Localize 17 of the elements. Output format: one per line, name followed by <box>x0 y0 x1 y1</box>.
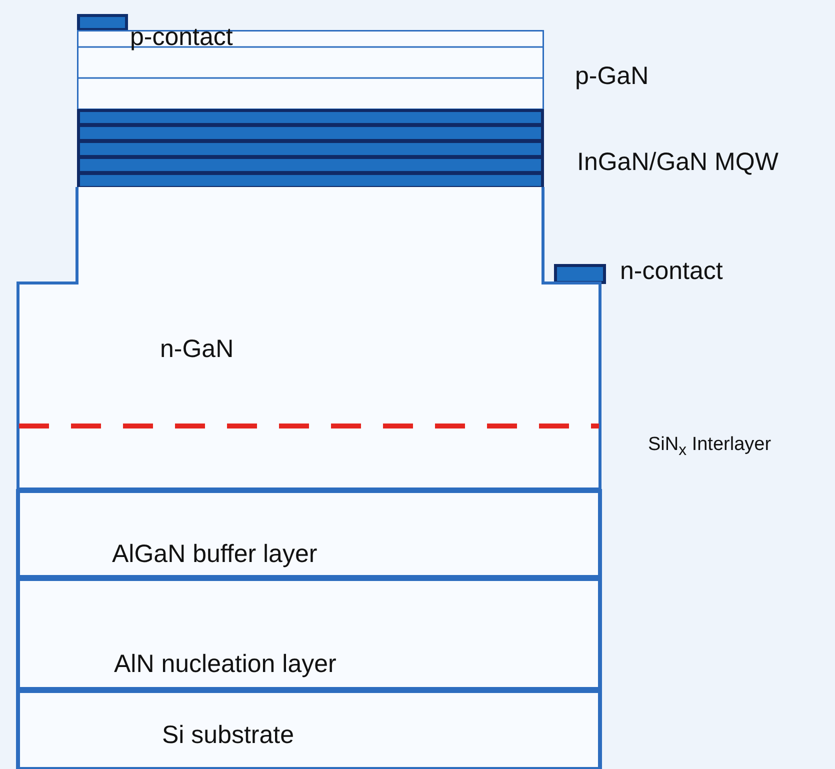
part-label: p-GaN <box>575 64 649 89</box>
layer-label: AlN nucleation layer <box>114 652 336 677</box>
part-label: n-contact <box>620 259 723 284</box>
part-label: SiN$_{x}$ Interlayer <box>648 433 772 461</box>
layer-label: n-GaN <box>160 337 234 362</box>
si-substrate-layer <box>16 689 602 769</box>
part-label: InGaN/GaN MQW <box>577 150 778 175</box>
p-contact-pad <box>77 14 128 31</box>
quantum-well-stack <box>77 109 544 189</box>
part-label: p-contact <box>130 25 233 50</box>
n-gan-layer <box>16 187 602 491</box>
layer-label: Si substrate <box>162 723 294 748</box>
layer-label: AlGaN buffer layer <box>112 542 318 567</box>
algan-buffer-layer <box>16 489 602 579</box>
aln-nucleation-layer <box>16 577 602 691</box>
p-gan-layer <box>77 30 544 110</box>
n-contact-pad <box>554 264 606 284</box>
